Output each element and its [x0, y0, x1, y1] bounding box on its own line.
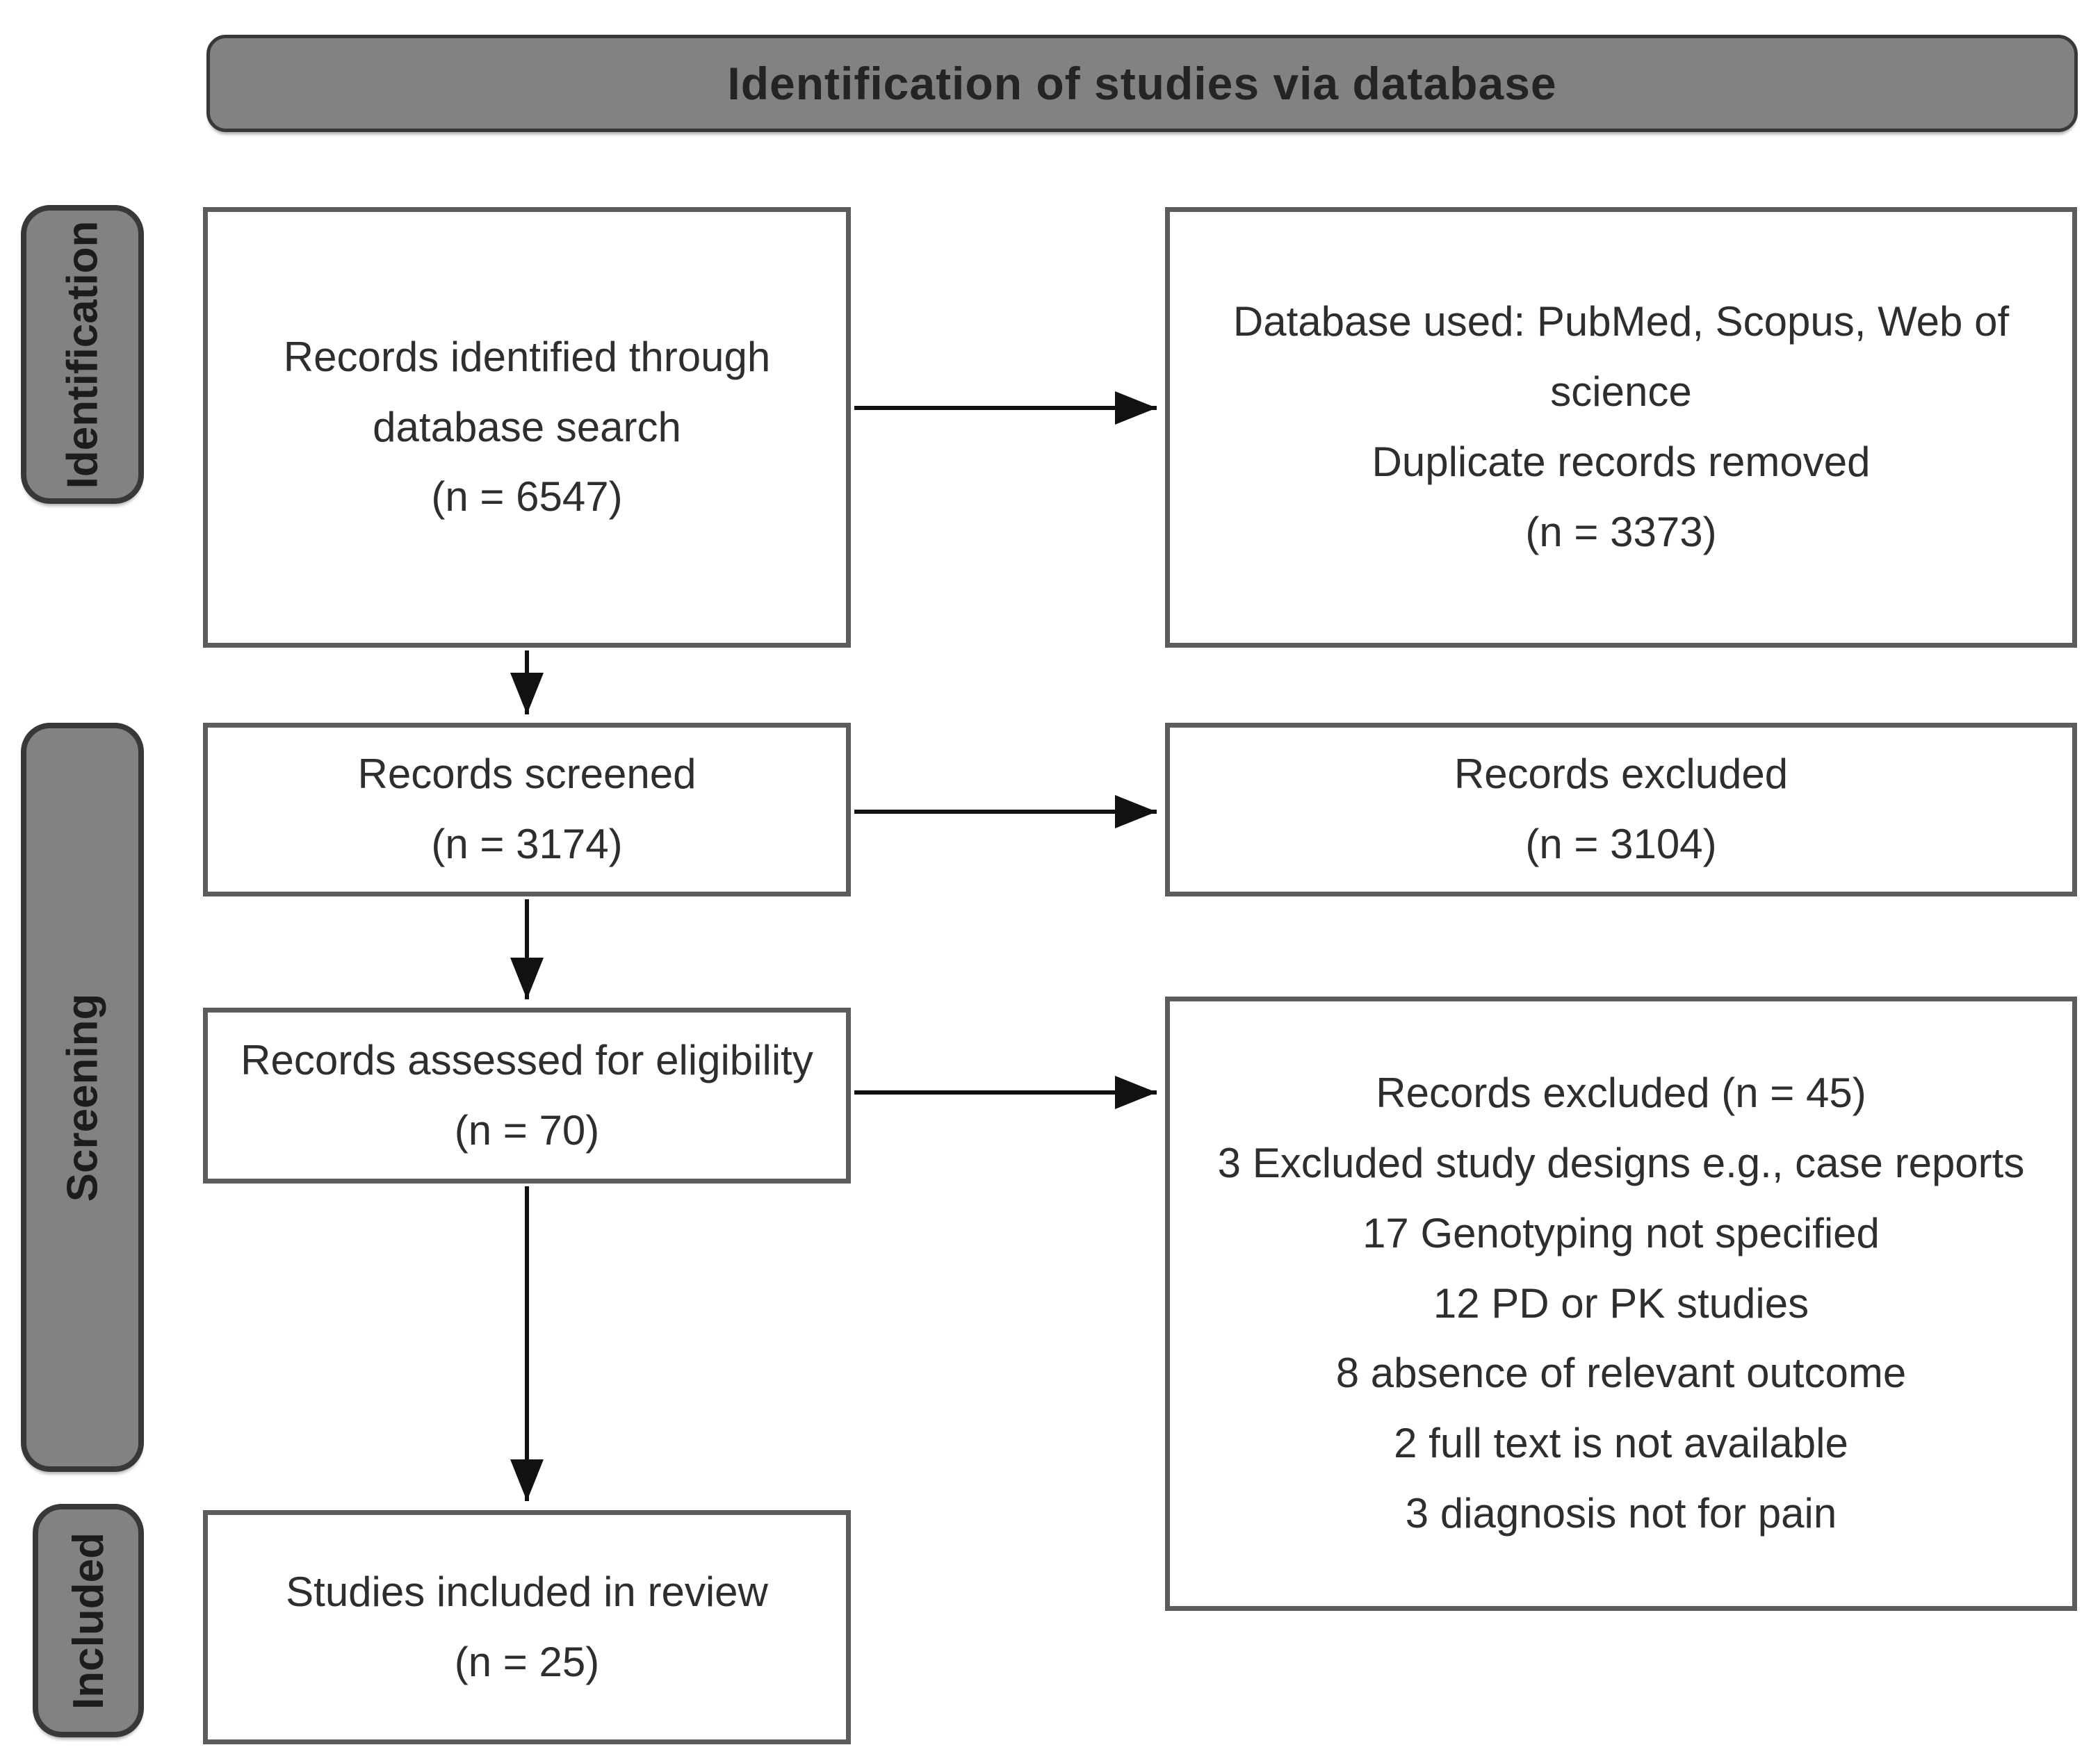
box-records-screened-text: Records screened (n = 3174): [357, 751, 697, 867]
stage-label-identification: Identification: [58, 220, 106, 489]
box-records-excluded-screening: Records excluded (n = 3104): [1165, 723, 2077, 896]
box-studies-included-text: Studies included in review (n = 25): [286, 1568, 768, 1685]
box-databases-used-duplicates-removed: Database used: PubMed, Scopus, Web of sc…: [1165, 207, 2077, 648]
diagram-title: Identification of studies via database: [727, 58, 1557, 109]
box-records-assessed-eligibility: Records assessed for eligibility (n = 70…: [203, 1008, 851, 1183]
box-records-excluded-eligibility-reasons: Records excluded (n = 45) 3 Excluded stu…: [1165, 997, 2077, 1611]
box-records-screened: Records screened (n = 3174): [203, 723, 851, 896]
diagram-title-band: Identification of studies via database: [206, 35, 2078, 132]
box-databases-used-text: Database used: PubMed, Scopus, Web of sc…: [1232, 298, 2010, 555]
stage-band-identification: Identification: [21, 205, 144, 504]
stage-band-screening: Screening: [21, 723, 144, 1472]
stage-label-included: Included: [64, 1532, 113, 1710]
box-records-identified-text: Records identified through database sear…: [283, 333, 771, 521]
box-studies-included: Studies included in review (n = 25): [203, 1510, 851, 1744]
box-records-assessed-text: Records assessed for eligibility (n = 70…: [241, 1036, 813, 1154]
box-records-excluded-eligibility-text: Records excluded (n = 45) 3 Excluded stu…: [1217, 1070, 2025, 1537]
box-records-excluded-screening-text: Records excluded (n = 3104): [1454, 751, 1789, 867]
box-records-identified: Records identified through database sear…: [203, 207, 851, 648]
stage-band-included: Included: [33, 1504, 144, 1737]
stage-label-screening: Screening: [58, 993, 106, 1202]
